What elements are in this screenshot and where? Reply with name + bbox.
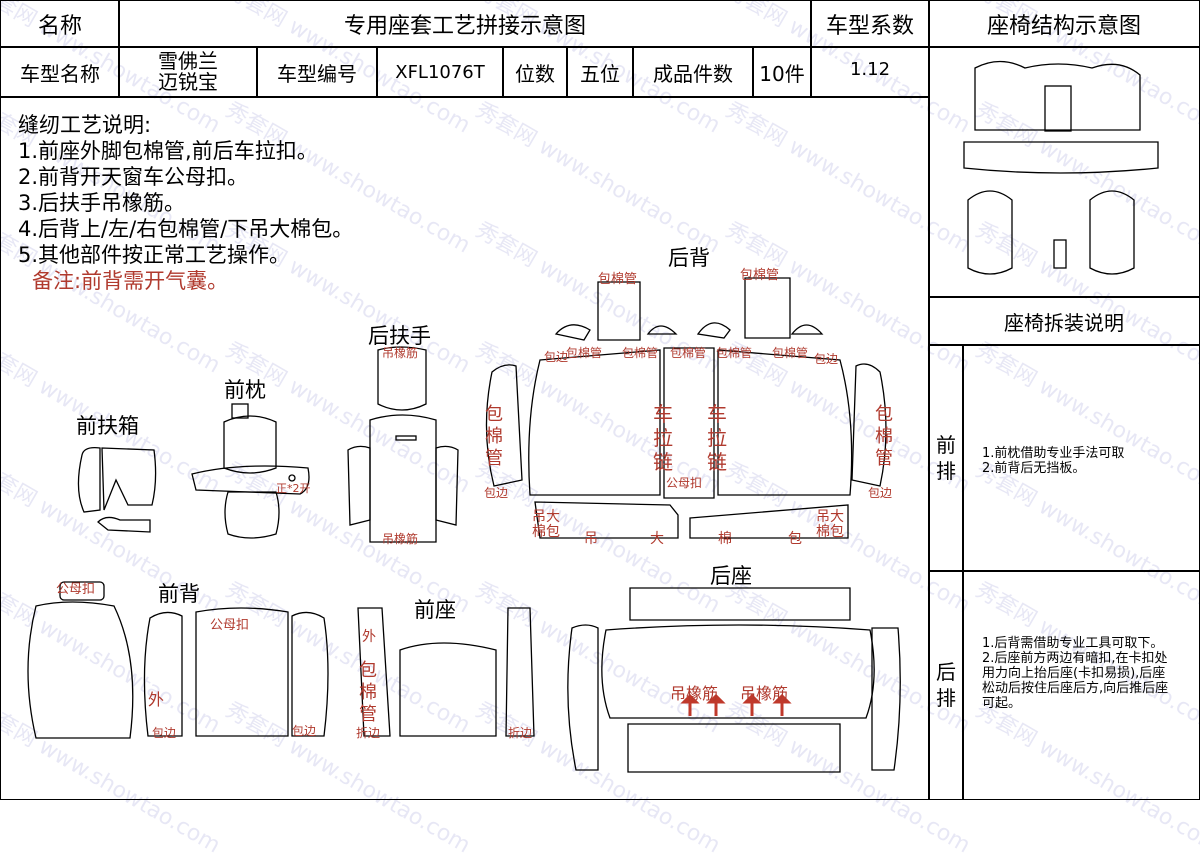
note-elastic-armrest-top: 吊橡筋 <box>382 346 419 360</box>
note-wrap: 包 <box>788 531 802 547</box>
front-row-instructions: 1.前枕借助专业手法可取 2.前背后无挡板。 <box>982 446 1187 476</box>
note-fold-2: 折边 <box>508 726 533 740</box>
note-pad-right: 吊大棉包 <box>816 509 844 540</box>
label-rear-seat: 后座 <box>710 564 752 588</box>
pieces-value: 10件 <box>752 46 812 98</box>
model-name-label: 车型名称 <box>0 46 120 98</box>
note-elastic-seat-2: 吊橡筋 <box>740 684 789 703</box>
rear-row-label: 后排 <box>936 660 956 710</box>
note-remark: 备注:前背需开气囊。 <box>32 269 229 293</box>
note-cotton: 棉 <box>718 531 732 547</box>
page-title: 专用座套工艺拼接示意图 <box>118 0 812 48</box>
note-binding-1: 包边 <box>544 350 569 364</box>
front-pillow-parts <box>191 403 310 539</box>
model-name-line1: 雪佛兰 <box>158 49 218 73</box>
model-code-label: 车型编号 <box>256 46 378 98</box>
note-male-snap-rear: 公母扣 <box>666 476 703 490</box>
rear-seat-structure-icon <box>963 60 1159 174</box>
note-cotton-pipe-5: 包棉管 <box>670 346 707 360</box>
seats-label: 位数 <box>502 46 568 98</box>
notes-heading: 缝纫工艺说明: <box>18 113 152 137</box>
front-seat-parts <box>357 607 535 737</box>
note-cotton-pipe-left: 包棉管 <box>485 404 503 469</box>
note-elastic-armrest-bottom: 吊橡筋 <box>382 532 419 546</box>
rear-row-instructions: 1.后背需借助专业工具可取下。 2.后座前方两边有暗扣,在卡扣处用力向上抬后座(… <box>982 636 1172 711</box>
sewing-notes: 缝纫工艺说明: 1.前座外脚包棉管,前后车拉扣。 2.前背开天窗车公母扣。 3.… <box>18 112 353 294</box>
note-fold-1: 折边 <box>356 726 381 740</box>
label-front-seat: 前座 <box>414 598 456 622</box>
label-rear-back: 后背 <box>668 246 710 270</box>
front-seat-structure-icon <box>967 190 1135 275</box>
label-rear-armrest: 后扶手 <box>368 324 431 348</box>
rear-row-label-cell: 后排 <box>928 570 964 800</box>
note-2: 2.前背开天窗车公母扣。 <box>18 165 249 189</box>
front-back-parts <box>27 581 329 739</box>
note-binding-front1: 包边 <box>152 726 177 740</box>
note-zipper-right: 车拉链 <box>707 402 727 474</box>
note-outer-front: 外 <box>148 690 165 709</box>
note-binding-2: 包边 <box>814 352 839 366</box>
coef-value: 1.12 <box>810 46 930 98</box>
note-cotton-pipe-3: 包棉管 <box>566 346 603 360</box>
note-cotton-pipe-6: 包棉管 <box>716 346 753 360</box>
front-armbox-parts <box>77 447 157 533</box>
note-front-2: 正*2开 <box>276 482 311 495</box>
note-big: 大 <box>650 531 664 547</box>
rear-seat-parts <box>567 587 901 773</box>
note-male-snap-front2: 公母扣 <box>210 618 250 633</box>
seats-value: 五位 <box>566 46 634 98</box>
note-cotton-pipe-seat: 包棉管 <box>359 660 377 725</box>
note-hang: 吊 <box>584 531 598 547</box>
rear-instruction-1: 1.后背需借助专业工具可取下。 <box>982 636 1164 651</box>
note-elastic-seat-1: 吊橡筋 <box>670 684 719 703</box>
coef-label: 车型系数 <box>810 0 930 48</box>
label-front-back: 前背 <box>158 582 200 606</box>
note-pad-left: 吊大棉包 <box>532 509 560 540</box>
rear-back-parts <box>485 277 887 539</box>
model-name-line2: 迈锐宝 <box>158 70 218 94</box>
name-label: 名称 <box>0 0 120 48</box>
model-code-value: XFL1076T <box>376 46 504 98</box>
note-zipper-left: 车拉链 <box>653 402 673 474</box>
label-front-pillow: 前枕 <box>224 378 266 402</box>
front-instruction-2: 2.前背后无挡板。 <box>982 461 1086 476</box>
note-outer-seat: 外 <box>362 629 376 645</box>
note-cotton-pipe-1: 包棉管 <box>598 272 638 287</box>
note-binding-front2: 包边 <box>292 724 317 738</box>
note-1: 1.前座外脚包棉管,前后车拉扣。 <box>18 139 318 163</box>
note-cotton-pipe-right: 包棉管 <box>875 404 893 469</box>
note-cotton-pipe-7: 包棉管 <box>772 346 809 360</box>
front-row-label-cell: 前排 <box>928 344 964 572</box>
rear-armrest-parts <box>347 346 459 543</box>
pieces-label: 成品件数 <box>632 46 754 98</box>
note-4: 4.后背上/左/右包棉管/下吊大棉包。 <box>18 217 354 241</box>
note-male-snap-front1: 公母扣 <box>56 582 96 597</box>
note-binding-3: 包边 <box>484 486 509 500</box>
note-3: 3.后扶手吊橡筋。 <box>18 191 186 215</box>
model-name-value: 雪佛兰 迈锐宝 <box>118 46 258 98</box>
disassembly-title: 座椅拆装说明 <box>928 296 1200 346</box>
pattern-diagram <box>27 60 1159 773</box>
note-binding-4: 包边 <box>868 486 893 500</box>
front-row-label: 前排 <box>936 433 956 483</box>
note-5: 5.其他部件按正常工艺操作。 <box>18 243 291 267</box>
front-instruction-1: 1.前枕借助专业手法可取 <box>982 446 1125 461</box>
rear-instruction-2: 2.后座前方两边有暗扣,在卡扣处用力向上抬后座(卡扣易损),后座松动后按住后座后… <box>982 651 1169 711</box>
note-cotton-pipe-4: 包棉管 <box>622 346 659 360</box>
note-cotton-pipe-2: 包棉管 <box>740 268 780 283</box>
label-front-armbox: 前扶箱 <box>76 414 139 438</box>
